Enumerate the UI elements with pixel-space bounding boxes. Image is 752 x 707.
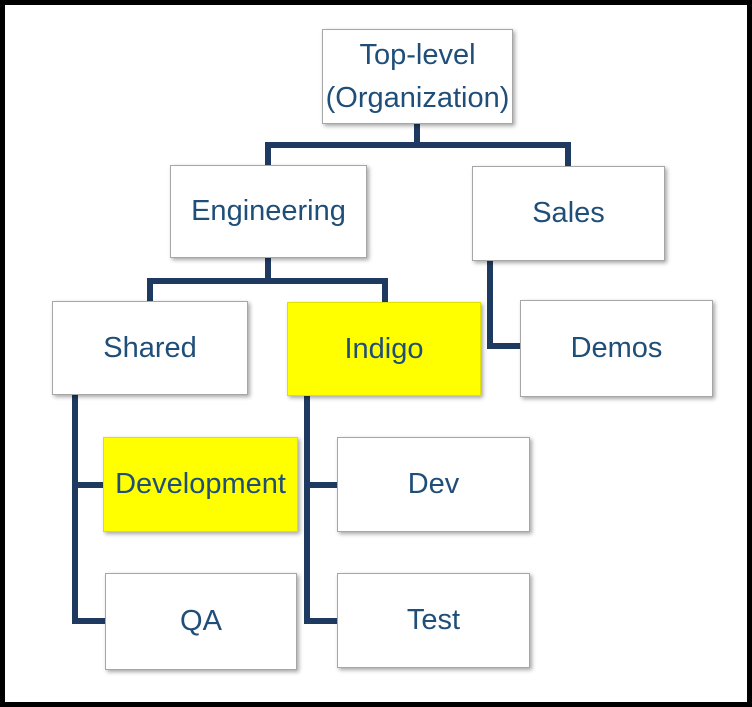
connector-top-stem	[414, 124, 420, 148]
node-test: Test	[337, 573, 530, 668]
connector-sales-demos-vertical	[487, 261, 493, 349]
connector-top-horizontal	[265, 142, 571, 148]
connector-engineering-stem	[265, 258, 271, 284]
connector-indigo-children-vertical	[304, 396, 310, 624]
connector-engineering-indigo	[382, 278, 388, 302]
connector-top-engineering	[265, 142, 271, 165]
node-shared: Shared	[52, 301, 248, 395]
node-sales: Sales	[472, 166, 665, 261]
connector-engineering-horizontal	[147, 278, 388, 284]
connector-indigo-dev	[304, 482, 337, 488]
node-dev: Dev	[337, 437, 530, 532]
connector-engineering-shared	[147, 278, 153, 301]
node-top-level: Top-level (Organization)	[322, 29, 513, 124]
connector-shared-development	[72, 482, 103, 488]
connector-shared-qa	[72, 618, 105, 624]
connector-shared-children-vertical	[72, 395, 78, 624]
connector-top-sales	[565, 142, 571, 166]
node-development-highlighted: Development	[103, 437, 298, 532]
node-top-level-line1: Top-level	[359, 39, 476, 72]
node-demos: Demos	[520, 300, 713, 397]
connector-sales-demos-elbow	[487, 343, 520, 349]
connector-indigo-test	[304, 618, 337, 624]
node-top-level-line2: (Organization)	[325, 81, 510, 114]
node-qa: QA	[105, 573, 297, 670]
node-engineering: Engineering	[170, 165, 367, 258]
node-indigo-highlighted: Indigo	[287, 302, 481, 396]
